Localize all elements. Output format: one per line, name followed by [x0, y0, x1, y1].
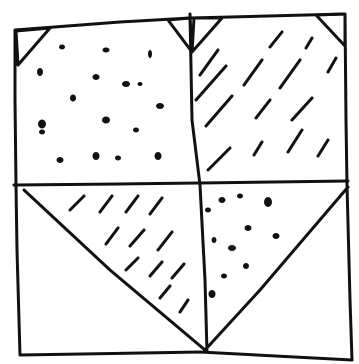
heart-right-diagonal	[205, 187, 348, 350]
corner-triangle-top-center-right	[192, 18, 222, 52]
corner-triangles	[16, 14, 345, 65]
dots-top-left	[37, 45, 164, 164]
corner-triangle-top-left	[16, 28, 50, 65]
center-horizontal-line	[14, 181, 348, 185]
hatch-top-right	[196, 32, 336, 170]
corner-triangle-top-center-left	[168, 18, 192, 52]
heart-outline	[24, 187, 348, 350]
corner-triangle-top-right	[316, 14, 345, 46]
hatch-bottom-left	[70, 196, 188, 312]
